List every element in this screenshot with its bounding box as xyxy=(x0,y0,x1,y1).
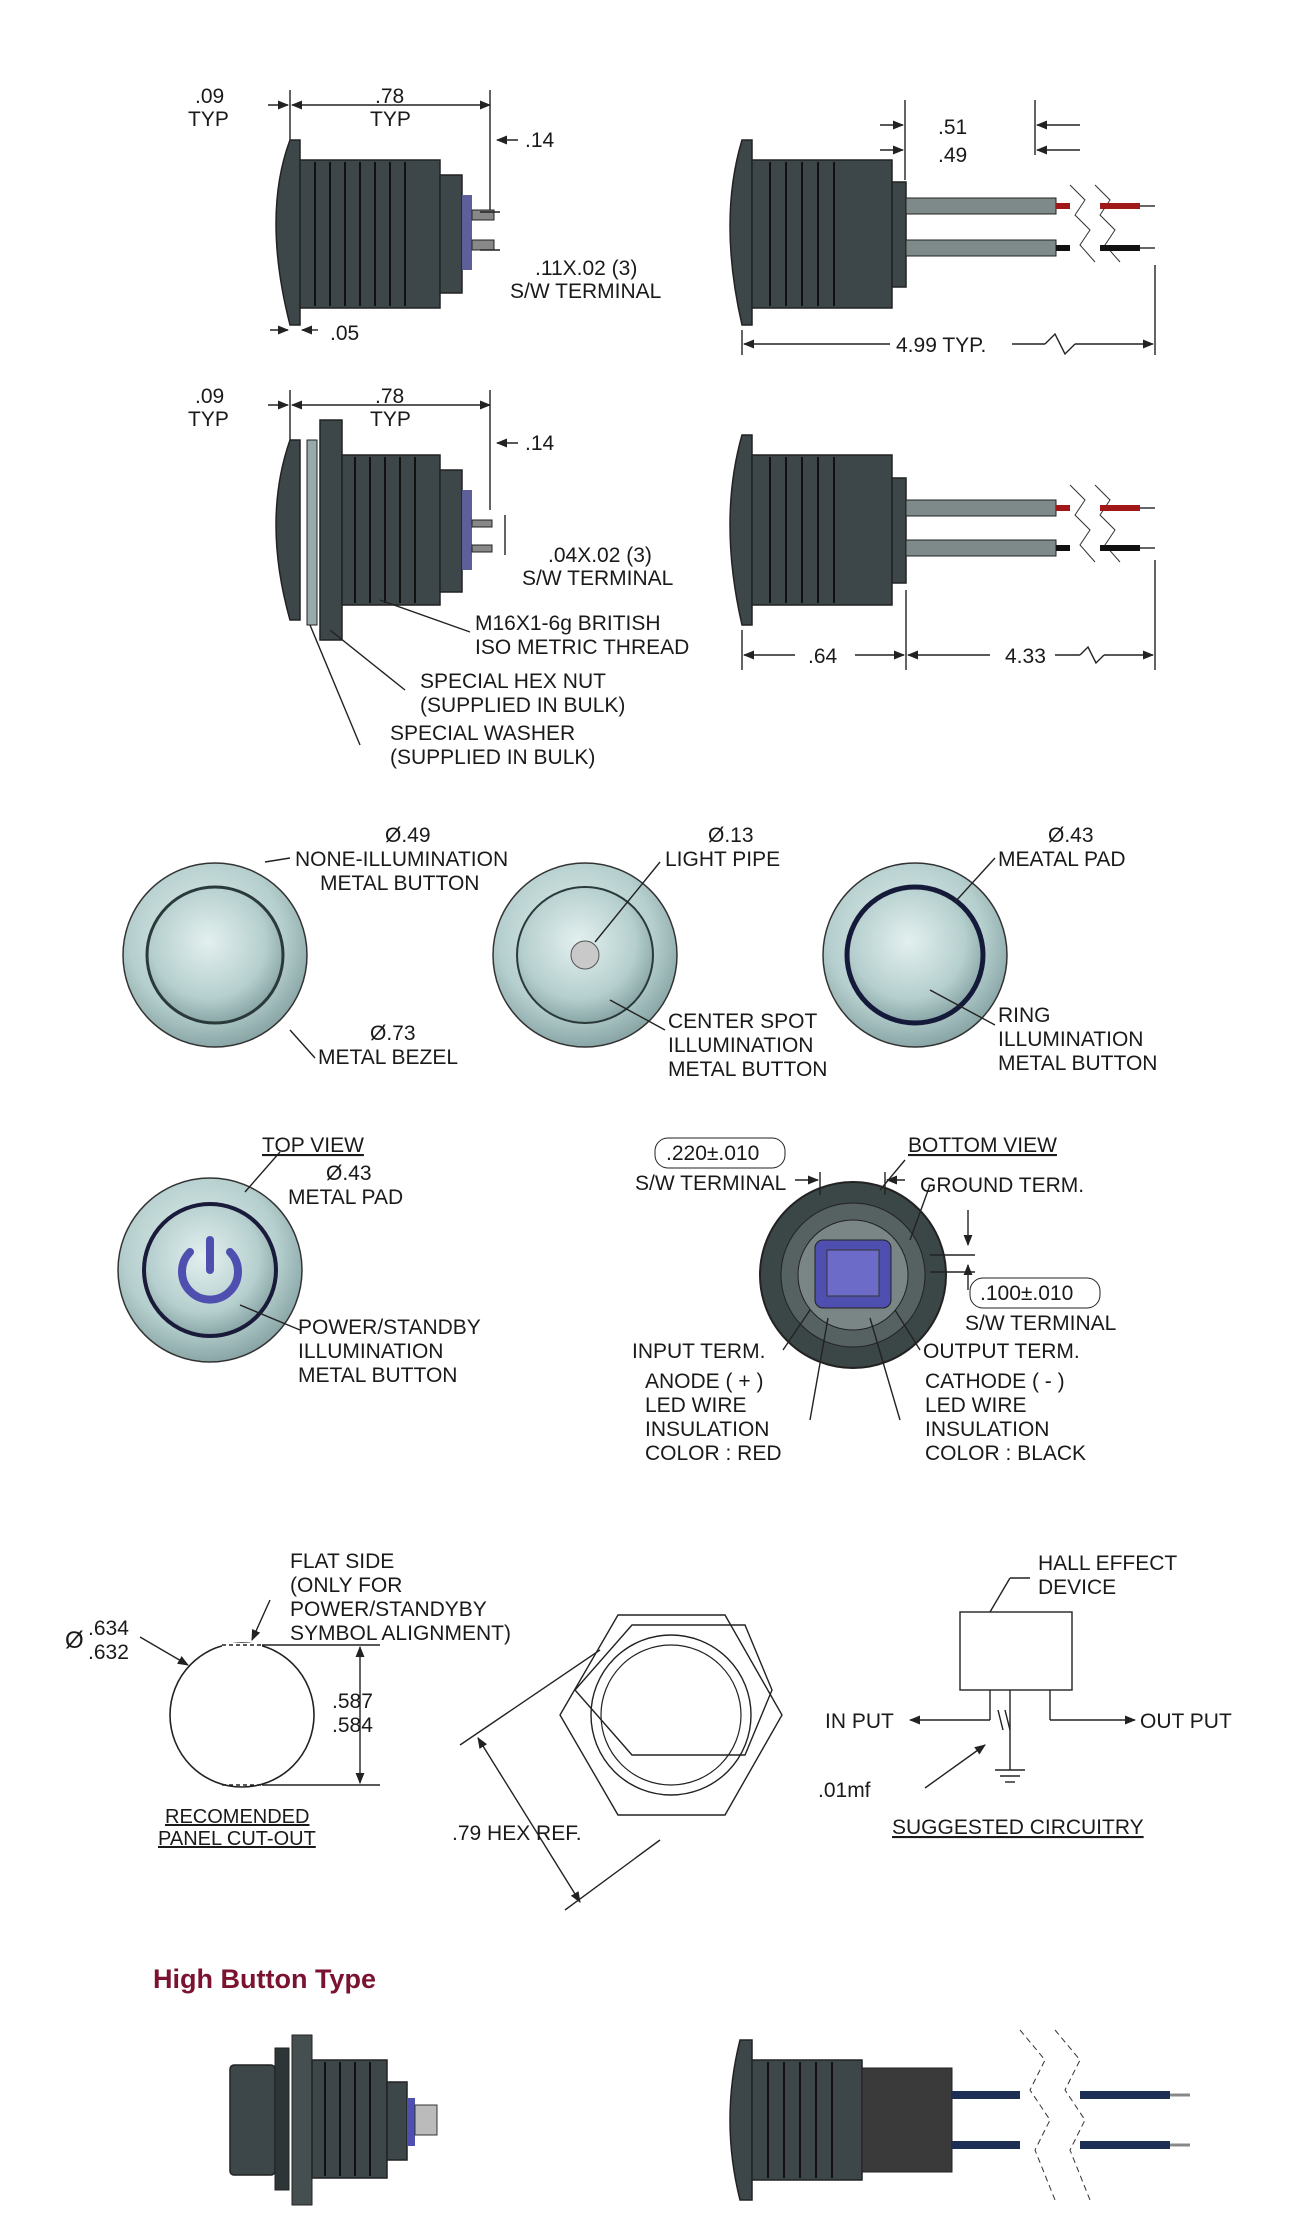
diameter-symbol: Ø xyxy=(65,1627,84,1654)
flat-side-4: SYMBOL ALIGNMENT) xyxy=(290,1622,511,1645)
top-view-title: TOP VIEW xyxy=(262,1134,364,1157)
panel-caption-1: RECOMENDED xyxy=(165,1806,309,1828)
button-none-illumination: Ø.49 NONE-ILLUMINATION METAL BUTTON Ø.73… xyxy=(122,824,508,1069)
side-view-3: .09 TYP .78 TYP .14 .04X.02 (3) S/W TERM… xyxy=(188,385,689,769)
v1-typ-09-b: TYP xyxy=(188,108,229,131)
flat-side-3: POWER/STANDYBY xyxy=(290,1598,487,1621)
high-button-title: High Button Type xyxy=(153,1964,376,1994)
center-spot-3: METAL BUTTON xyxy=(668,1058,827,1081)
side-view-1: .09 TYP .78 TYP .14 .11X.02 (3) S/W TERM… xyxy=(188,85,661,345)
none-illum-bezel-dia: Ø.73 xyxy=(370,1022,416,1045)
v2-wire-49: .49 xyxy=(938,144,967,167)
bottom-view: BOTTOM VIEW .220±.010 S/W TERMINAL GROUN… xyxy=(632,1134,1116,1465)
cathode-2: LED WIRE xyxy=(925,1394,1027,1417)
v4-dim-433: 4.33 xyxy=(1005,645,1046,668)
v3-terminal-label: S/W TERMINAL xyxy=(522,567,673,590)
v2-wire-51: .51 xyxy=(938,116,967,139)
center-spot-dia: Ø.13 xyxy=(708,824,754,847)
ring-3: METAL BUTTON xyxy=(998,1052,1157,1075)
v3-terminal-size: .04X.02 (3) xyxy=(548,544,652,567)
cathode-4: COLOR : BLACK xyxy=(925,1442,1086,1465)
v1-term-gap: .14 xyxy=(525,129,555,152)
circuit-input: IN PUT xyxy=(825,1710,894,1733)
ring-dia: Ø.43 xyxy=(1048,824,1094,847)
v3-term-gap: .14 xyxy=(525,432,555,455)
sw-terminal-2: S/W TERMINAL xyxy=(965,1312,1116,1335)
high-button-side-view-1 xyxy=(229,2034,438,2206)
none-illum-label-1: NONE-ILLUMINATION xyxy=(295,848,508,871)
ground-terminal: GROUND TERM. xyxy=(920,1174,1084,1197)
input-terminal: INPUT TERM. xyxy=(632,1340,765,1363)
cathode-1: CATHODE ( - ) xyxy=(925,1370,1065,1393)
center-spot-2: ILLUMINATION xyxy=(668,1034,813,1057)
v2-length: 4.99 TYP. xyxy=(896,334,986,357)
center-spot-1: CENTER SPOT xyxy=(668,1010,818,1033)
power-dia: Ø.43 xyxy=(326,1162,372,1185)
hall-effect-1: HALL EFFECT xyxy=(1038,1552,1177,1575)
v1-typ-78: .78 xyxy=(375,85,404,108)
none-illum-dia: Ø.49 xyxy=(385,824,431,847)
suggested-circuitry: HALL EFFECT DEVICE IN PUT OUT PUT .01mf … xyxy=(818,1552,1232,1839)
circuit-caption: SUGGESTED CIRCUITRY xyxy=(892,1816,1144,1839)
washer-2: (SUPPLIED IN BULK) xyxy=(390,746,595,769)
dim-220: .220±.010 xyxy=(666,1142,759,1165)
flat-side-2: (ONLY FOR xyxy=(290,1574,402,1597)
anode-4: COLOR : RED xyxy=(645,1442,782,1465)
v3-typ-78: .78 xyxy=(375,385,404,408)
circuit-output: OUT PUT xyxy=(1140,1710,1232,1733)
panel-caption-2: PANEL CUT-OUT xyxy=(158,1828,316,1850)
panel-h-1: .587 xyxy=(332,1690,373,1713)
power-3: METAL BUTTON xyxy=(298,1364,457,1387)
side-view-4: .64 4.33 xyxy=(729,434,1156,670)
v3-typ-09-b: TYP xyxy=(188,408,229,431)
panel-h-2: .584 xyxy=(332,1714,373,1737)
v1-terminal-label: S/W TERMINAL xyxy=(510,280,661,303)
hex-ref: .79 HEX REF. xyxy=(452,1822,582,1845)
sw-terminal-1: S/W TERMINAL xyxy=(635,1172,786,1195)
panel-dia-1: .634 xyxy=(88,1617,129,1640)
v1-typ-78-b: TYP xyxy=(370,108,411,131)
bottom-view-title: BOTTOM VIEW xyxy=(908,1134,1057,1157)
ring-1: RING xyxy=(998,1004,1051,1027)
thread-spec-1: M16X1-6g BRITISH xyxy=(475,612,661,635)
hex-nut-top-view: .79 HEX REF. xyxy=(452,1614,783,1911)
v1-terminal-size: .11X.02 (3) xyxy=(535,257,637,280)
button-power-standby: TOP VIEW Ø.43 METAL PAD POWER/STANDBY IL… xyxy=(117,1134,481,1387)
v4-dim-64: .64 xyxy=(808,645,838,668)
side-view-2: .51 .49 4.99 TYP. xyxy=(729,100,1156,357)
washer-1: SPECIAL WASHER xyxy=(390,722,575,745)
hex-nut-1: SPECIAL HEX NUT xyxy=(420,670,606,693)
power-2: ILLUMINATION xyxy=(298,1340,443,1363)
dim-100: .100±.010 xyxy=(980,1282,1073,1305)
v1-bezel: .05 xyxy=(330,322,359,345)
cathode-3: INSULATION xyxy=(925,1418,1049,1441)
v3-typ-78-b: TYP xyxy=(370,408,411,431)
button-center-spot: Ø.13 LIGHT PIPE CENTER SPOT ILLUMINATION… xyxy=(492,824,827,1081)
power-pad: METAL PAD xyxy=(288,1186,403,1209)
panel-dia-2: .632 xyxy=(88,1641,129,1664)
anode-3: INSULATION xyxy=(645,1418,769,1441)
button-ring-illumination: Ø.43 MEATAL PAD RING ILLUMINATION METAL … xyxy=(822,824,1157,1075)
circuit-cap: .01mf xyxy=(818,1779,871,1802)
v1-typ-09: .09 xyxy=(195,85,224,108)
v3-typ-09: .09 xyxy=(195,385,224,408)
anode-2: LED WIRE xyxy=(645,1394,747,1417)
light-pipe: LIGHT PIPE xyxy=(665,848,780,871)
none-illum-bezel: METAL BEZEL xyxy=(318,1046,458,1069)
hex-nut-2: (SUPPLIED IN BULK) xyxy=(420,694,625,717)
high-button-side-view-2 xyxy=(729,2029,1190,2201)
hall-effect-2: DEVICE xyxy=(1038,1576,1116,1599)
power-icon xyxy=(178,1248,242,1304)
ring-2: ILLUMINATION xyxy=(998,1028,1143,1051)
panel-cutout: FLAT SIDE (ONLY FOR POWER/STANDYBY SYMBO… xyxy=(65,1550,511,1850)
thread-spec-2: ISO METRIC THREAD xyxy=(475,636,689,659)
ring-pad: MEATAL PAD xyxy=(998,848,1126,871)
anode-1: ANODE ( + ) xyxy=(645,1370,763,1393)
power-1: POWER/STANDBY xyxy=(298,1316,481,1339)
flat-side-1: FLAT SIDE xyxy=(290,1550,394,1573)
none-illum-label-2: METAL BUTTON xyxy=(320,872,479,895)
output-terminal: OUTPUT TERM. xyxy=(923,1340,1080,1363)
